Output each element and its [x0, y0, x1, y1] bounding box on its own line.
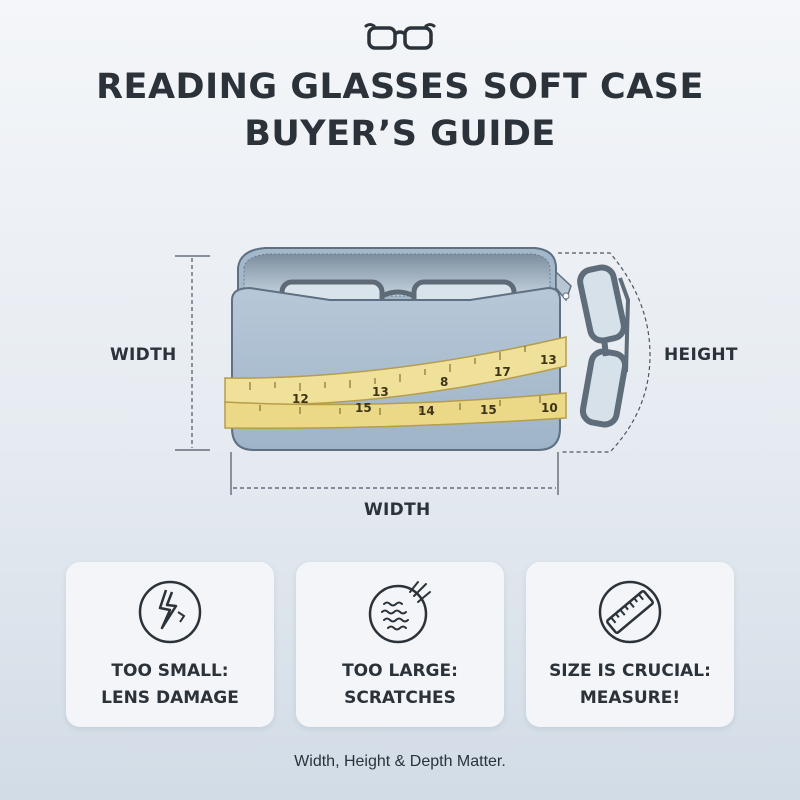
- ruler-icon: [598, 580, 662, 644]
- left-dimension-label: WIDTH: [110, 345, 177, 365]
- tape-mark: 13: [372, 385, 389, 399]
- card-subtitle: SCRATCHES: [344, 688, 456, 708]
- card-title: TOO LARGE:: [342, 661, 458, 681]
- card-size-crucial: SIZE IS CRUCIAL: MEASURE!: [526, 562, 734, 727]
- card-title: SIZE IS CRUCIAL:: [549, 661, 711, 681]
- tape-mark: 14: [418, 404, 435, 418]
- page-subtitle: BUYER’S GUIDE: [244, 114, 556, 154]
- folded-glasses: [577, 264, 631, 428]
- tape-mark: 17: [494, 365, 511, 379]
- tape-mark: 15: [480, 403, 497, 417]
- tape-mark: 13: [540, 353, 557, 367]
- left-dimension-line: [175, 255, 210, 451]
- height-bracket: [558, 252, 651, 453]
- case-illustration: 12 13 8 17 13 15 14 15 10: [175, 247, 651, 495]
- footer-caption: Width, Height & Depth Matter.: [294, 753, 506, 770]
- tape-mark: 8: [440, 375, 448, 389]
- page-title: READING GLASSES SOFT CASE: [96, 67, 704, 107]
- card-too-large: TOO LARGE: SCRATCHES: [296, 562, 504, 727]
- bottom-dimension-line: [230, 452, 559, 495]
- card-too-small: TOO SMALL: LENS DAMAGE: [66, 562, 274, 727]
- bottom-dimension-label: WIDTH: [364, 500, 431, 520]
- card-subtitle: LENS DAMAGE: [101, 688, 239, 708]
- tape-mark: 10: [541, 401, 558, 415]
- card-title: TOO SMALL:: [111, 661, 229, 681]
- cracked-lens-icon: [138, 580, 202, 644]
- tape-mark: 15: [355, 401, 372, 415]
- card-subtitle: MEASURE!: [579, 688, 681, 708]
- tape-mark: 12: [292, 392, 309, 406]
- right-dimension-label: HEIGHT: [664, 345, 738, 365]
- reading-glasses-icon: [364, 23, 436, 50]
- scratches-icon: [368, 581, 431, 644]
- tape-measure: 12 13 8 17 13 15 14 15 10: [224, 336, 567, 430]
